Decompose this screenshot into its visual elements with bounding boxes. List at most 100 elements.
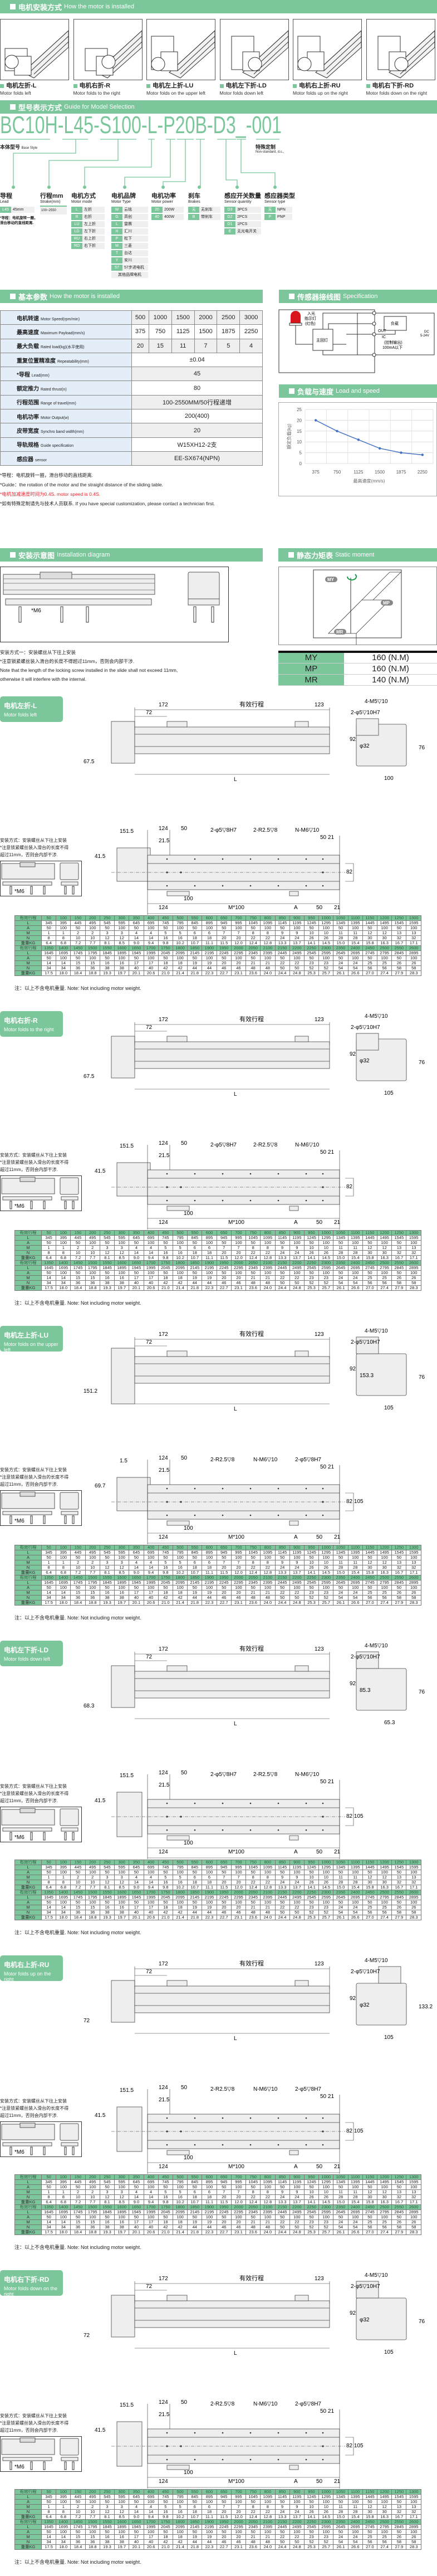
dimension-cell: 645 [129, 2179, 144, 2185]
dimension-cell: 28.3 [406, 2544, 421, 2550]
dimension-cell: 50 [333, 925, 348, 931]
dimension-label: 133.2 [419, 2004, 433, 2010]
dimension-cell: 16 [172, 2194, 188, 2200]
dimension-cell: 100 [114, 2499, 130, 2505]
dimension-cell: 100 [230, 955, 247, 961]
dimension-label: M*100 [228, 1219, 244, 1226]
caption-cn: 电机左上折-LU [153, 82, 194, 89]
row-label: 有效行程 [14, 1860, 42, 1865]
dimension-cell: 1200 [377, 1545, 392, 1550]
dimension-cell: 34 [41, 1280, 57, 1286]
dimension-cell: 56 [377, 1910, 392, 1915]
dimension-cell: 900 [289, 2174, 305, 2180]
dimension-cell: 1300 [406, 2489, 421, 2495]
option-code: Y [111, 257, 122, 264]
param-label-en: Rated load(kg)(水平使用) [41, 345, 85, 350]
dimension-cell: 100 [143, 955, 159, 961]
option-code: L [111, 221, 122, 227]
voltage-label: 5-24V [420, 334, 429, 338]
dimension-cell: 52 [318, 1910, 334, 1915]
dimension-cell: 46 [230, 1280, 247, 1286]
dimension-cell: 2050 [245, 1890, 261, 1895]
dimension-cell: 1800 [172, 2519, 188, 2525]
dimension-cell: 1050 [333, 2489, 348, 2495]
dimension-cell: 845 [187, 2494, 203, 2500]
option-desc: 3PCS [235, 207, 261, 213]
dimension-label: 124 [159, 1140, 168, 1146]
dimension-cell: 1795 [85, 950, 100, 956]
x-tick-label: 1875 [396, 470, 406, 475]
dimension-cell: 50 [129, 1555, 144, 1560]
dimension-cell: 21.0 [158, 2229, 173, 2235]
dimension-cell: 395 [56, 2179, 71, 2185]
dimension-cell: 2295 [230, 2209, 247, 2215]
lead-note: 滑台移动的直线距离. [0, 221, 34, 225]
dimension-cell: 8.5 [114, 2514, 130, 2520]
dimension-cell: 15.0 [333, 1885, 348, 1890]
dimension-cell: 100 [377, 2529, 392, 2535]
option-desc: 左上折 [82, 221, 105, 227]
dimension-cell: 16.7 [391, 1570, 407, 1575]
dimension-cell: 100 [172, 2184, 188, 2190]
dimension-cell: 3 [99, 1245, 115, 1251]
dimension-cell: 11 [333, 2189, 348, 2195]
dimension-cell: 14 [41, 1590, 57, 1596]
dimension-cell: 22 [245, 2194, 261, 2200]
param-value: 20 [131, 338, 149, 353]
dimension-cell: 2 [85, 930, 100, 936]
dimension-cell: 5 [172, 2189, 188, 2195]
section-label-cn: 电机右上折-RU [4, 1961, 50, 1969]
dimension-cell: 1945 [129, 2524, 144, 2530]
dimension-cell: 25.7 [318, 2229, 334, 2235]
dimension-cell: 20 [230, 1590, 247, 1596]
dimension-cell: 58 [391, 2539, 407, 2545]
dimension-cell: 28 [333, 935, 348, 941]
dimension-cell: 13 [406, 1560, 421, 1565]
dimension-cell: 48 [260, 2539, 276, 2545]
dimension-cell: 2145 [187, 1580, 203, 1585]
dimension-cell: 100 [56, 925, 71, 931]
dimension-cell: 24 [347, 1275, 363, 1281]
dimension-label: 76 [419, 745, 425, 751]
dimension-cell: 400 [143, 2489, 159, 2495]
row-label: N [14, 1880, 42, 1885]
option-title: 刹车 [188, 193, 200, 199]
dimension-cell: 12.8 [260, 2199, 276, 2205]
param-value: 750 [148, 324, 172, 339]
dimension-cell: 2500 [377, 1575, 392, 1580]
dimension-cell: 6.4 [41, 1570, 57, 1575]
dimension-cell: 2200 [289, 1575, 305, 1580]
dimension-cell: 7.2 [70, 2199, 86, 2205]
mount-note-line: 安装方式：安装螺丝从下往上安装 [0, 1784, 67, 1789]
dimension-cell: 50 [333, 1270, 348, 1276]
actuator-illustration [4, 30, 68, 79]
note-custom: *如有特殊定制请先与技术人员联系. If you have special cu… [0, 501, 215, 506]
dimension-cell: 1695 [56, 950, 71, 956]
dimension-cell: 550 [187, 2489, 203, 2495]
dimension-cell: 50 [70, 1555, 86, 1560]
dimension-cell: 21 [260, 960, 276, 966]
dimension-cell: 9 [289, 1560, 305, 1565]
dimension-cell: 22 [289, 960, 305, 966]
dimension-cell: 1550 [99, 2204, 115, 2210]
weight-note: 注：以上不含电机重量. Note: Not including motor we… [14, 1300, 141, 1306]
dimension-cell: 23.6 [245, 2544, 261, 2550]
dimension-cell: 750 [245, 1860, 261, 1865]
dimension-cell: 22 [274, 1905, 290, 1910]
dimension-cell: 100 [56, 1860, 71, 1865]
dimension-cell: 50 [158, 1585, 173, 1591]
dimension-cell: 50 [70, 925, 86, 931]
dimension-cell: 44 [187, 2539, 203, 2545]
dimension-cell: 1795 [85, 2524, 100, 2530]
dimension-cell: 100 [56, 1555, 71, 1560]
dimension-cell: 2295 [230, 950, 247, 956]
option-code: 20 [151, 207, 163, 213]
row-label: M [14, 2189, 42, 2195]
param-value: 100-2550MM/50行程递增 [131, 394, 263, 410]
dimension-cell: 100 [347, 1555, 363, 1560]
dimension-cell: 23 [318, 960, 334, 966]
